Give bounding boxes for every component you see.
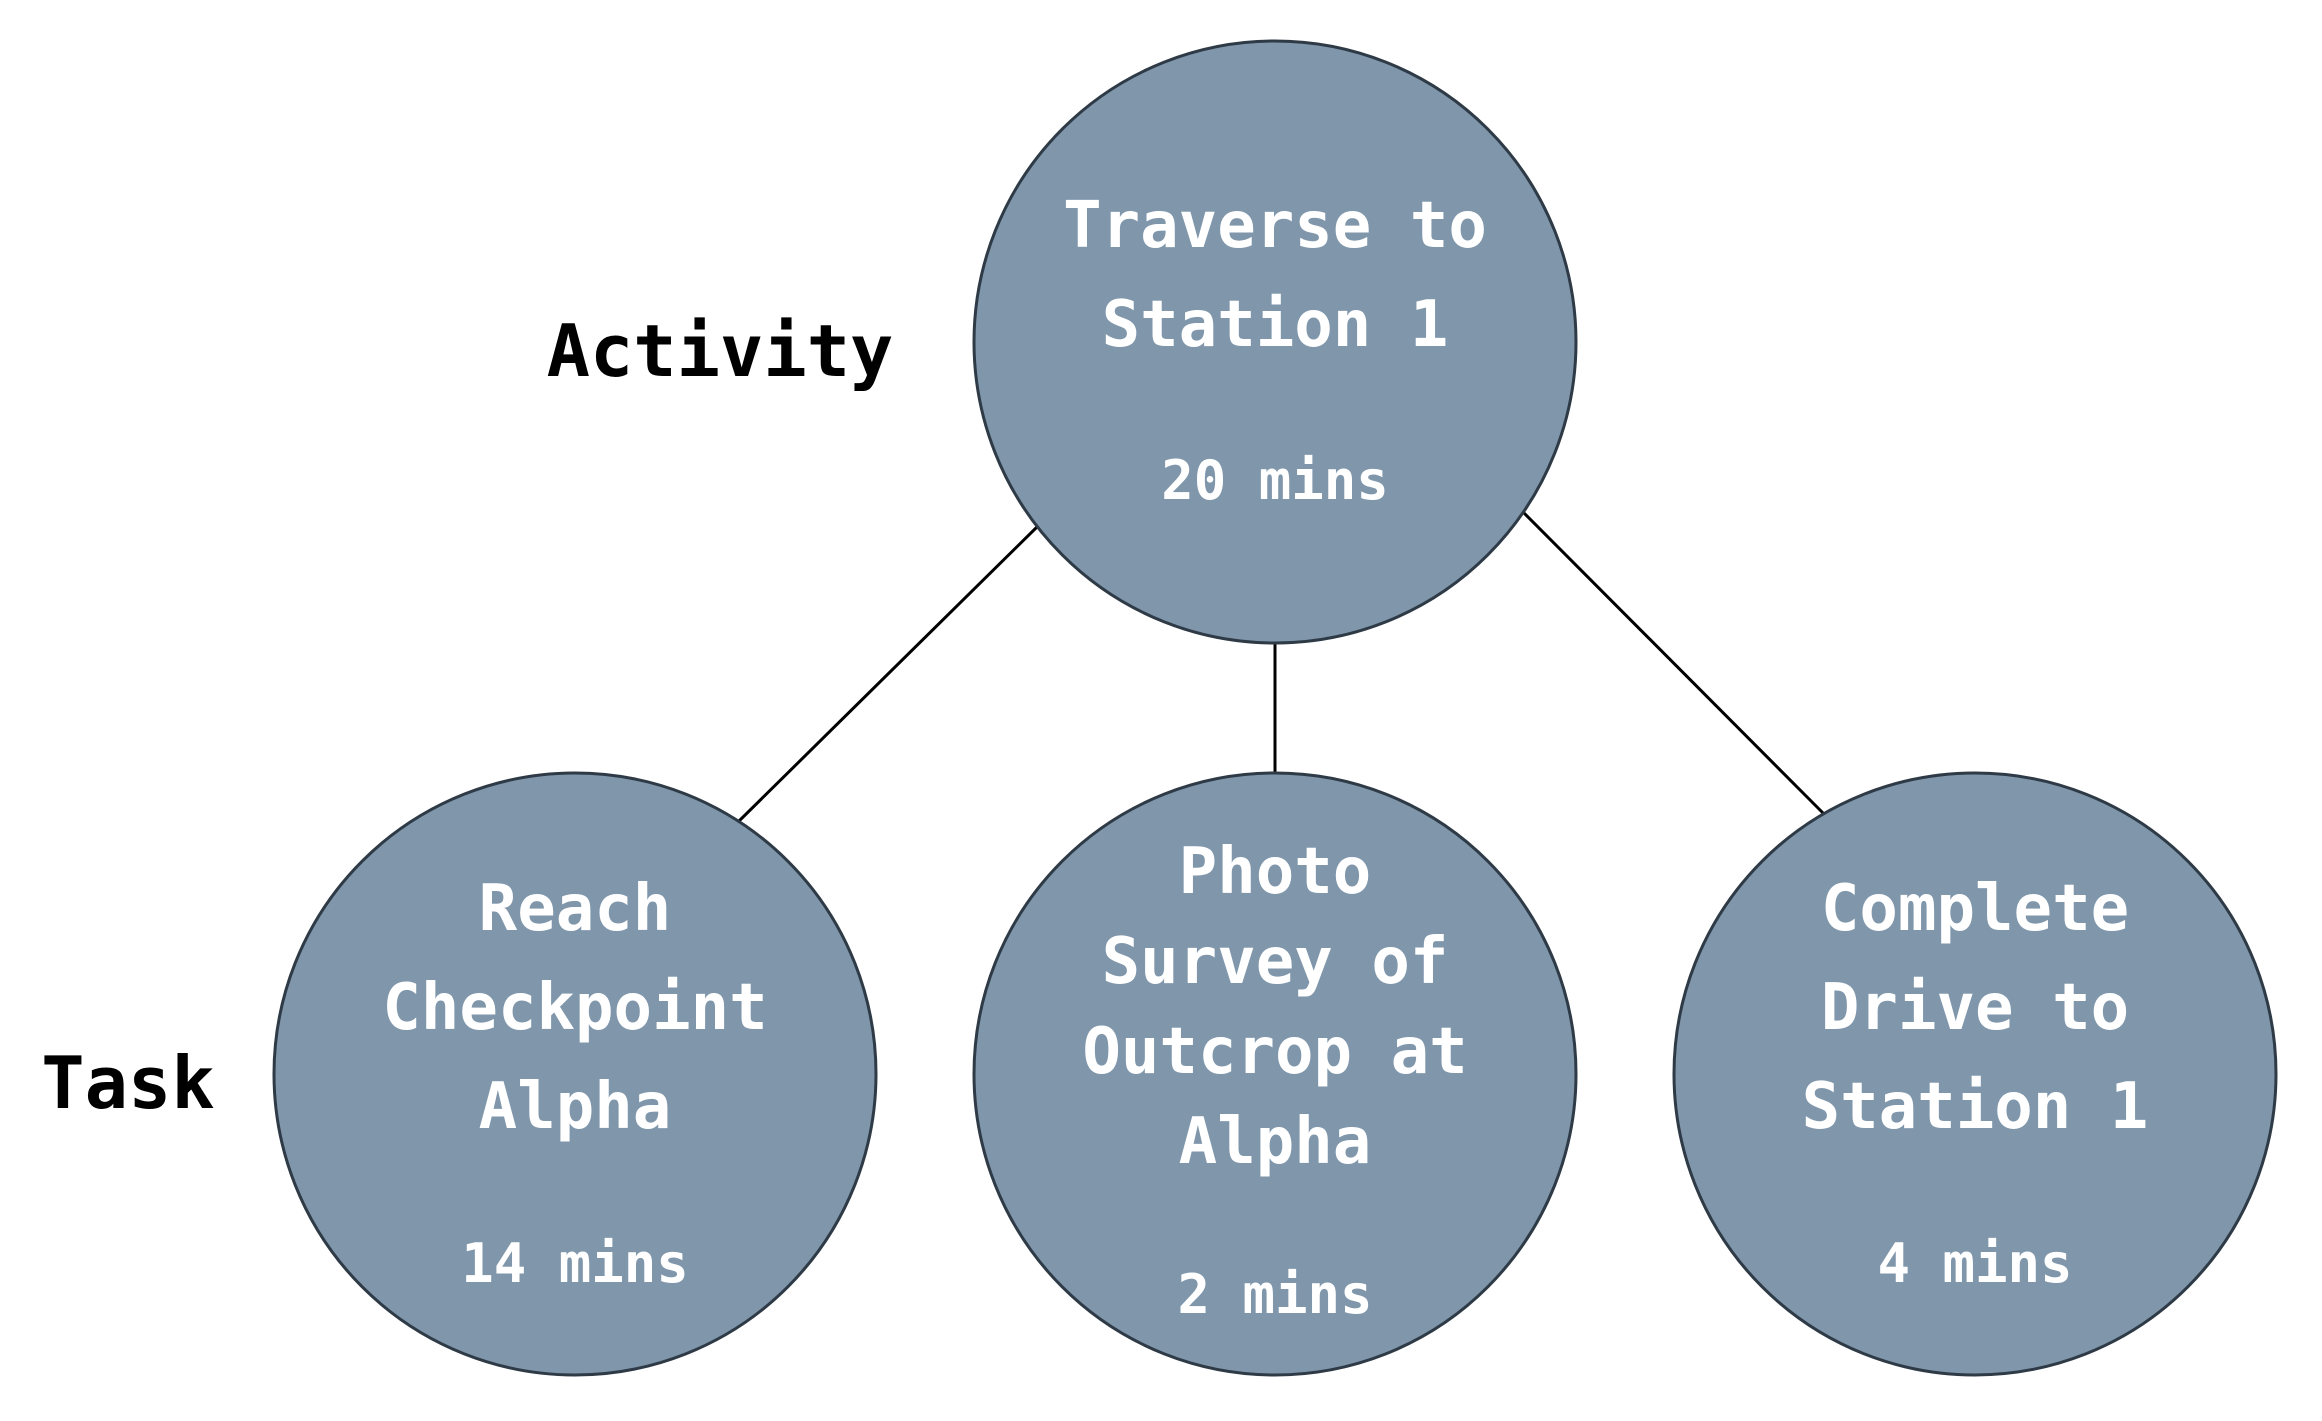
- edge-root-task1: [735, 522, 1042, 825]
- node-duration: 2 mins: [1177, 1263, 1372, 1326]
- node-task-photo-survey[interactable]: Photo Survey of Outcrop at Alpha 2 mins: [972, 771, 1578, 1377]
- node-task-reach-checkpoint[interactable]: Reach Checkpoint Alpha 14 mins: [272, 771, 878, 1377]
- node-duration: 20 mins: [1161, 449, 1389, 512]
- node-title-line: Photo: [1179, 835, 1372, 909]
- node-circle: [1672, 771, 2278, 1377]
- node-title-line: Reach: [479, 872, 672, 946]
- node-task-complete-drive[interactable]: Complete Drive to Station 1 4 mins: [1672, 771, 2278, 1377]
- node-title-line: Station 1: [1802, 1070, 2149, 1144]
- node-title-line: Alpha: [1179, 1105, 1372, 1179]
- node-title-line: Traverse to: [1063, 189, 1487, 263]
- node-title-line: Outcrop at: [1082, 1015, 1467, 1089]
- node-circle: [972, 771, 1578, 1377]
- node-circle: [972, 39, 1578, 645]
- node-title-line: Station 1: [1102, 288, 1449, 362]
- level-label-activity: Activity: [547, 309, 894, 393]
- node-duration: 4 mins: [1877, 1232, 2072, 1295]
- node-activity-traverse[interactable]: Traverse to Station 1 20 mins: [972, 39, 1578, 645]
- node-title-line: Survey of: [1102, 925, 1449, 999]
- node-circle: [272, 771, 878, 1377]
- node-title-line: Checkpoint: [382, 971, 767, 1045]
- node-duration: 14 mins: [461, 1232, 689, 1295]
- level-label-task: Task: [41, 1041, 214, 1125]
- node-title-line: Drive to: [1821, 971, 2129, 1045]
- node-title-line: Complete: [1821, 872, 2129, 946]
- edge-root-task3: [1520, 509, 1825, 815]
- node-title-line: Alpha: [479, 1070, 672, 1144]
